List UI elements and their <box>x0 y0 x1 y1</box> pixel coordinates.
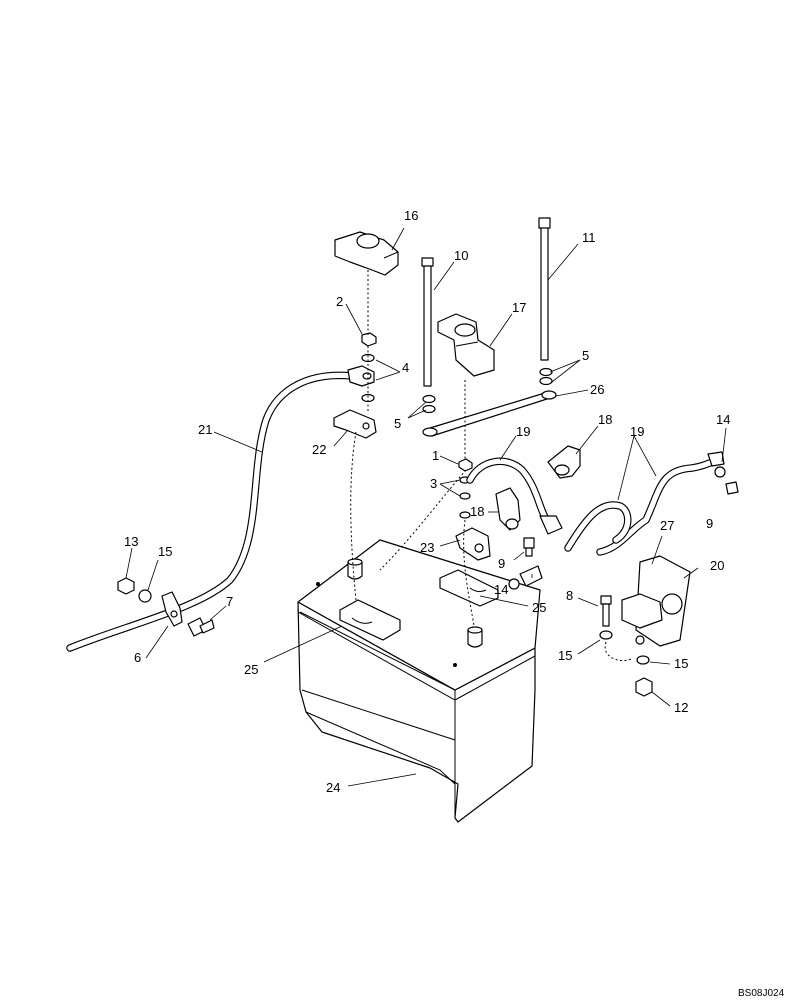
battery-cable-19a <box>466 457 563 535</box>
callout-24: 24 <box>326 780 340 795</box>
terminal-cover-left <box>339 599 401 641</box>
callout-9-right: 9 <box>706 516 713 531</box>
terminal-boot-16 <box>334 231 399 276</box>
bolt-7 <box>187 617 215 637</box>
washer-stack-right <box>539 367 557 400</box>
nut-2 <box>361 332 377 347</box>
nut-13 <box>117 577 135 595</box>
terminal-boot-17 <box>437 313 495 377</box>
callout-4: 4 <box>402 360 409 375</box>
callout-5-right: 5 <box>582 348 589 363</box>
callout-26: 26 <box>590 382 604 397</box>
callout-8: 8 <box>566 588 573 603</box>
cable-boot-18a <box>547 445 581 479</box>
callout-12: 12 <box>674 700 688 715</box>
callout-labels: 16 2 4 10 11 17 5 5 26 21 22 1 3 19 18 1… <box>124 208 730 795</box>
battery <box>297 539 541 823</box>
callout-25-left: 25 <box>244 662 258 677</box>
battery-cable-19b <box>519 451 725 587</box>
callout-2: 2 <box>336 294 343 309</box>
cable-boot-18b <box>495 487 521 531</box>
washer-15a <box>138 589 152 603</box>
hold-down-rod-11 <box>538 217 551 361</box>
callout-25-right: 25 <box>532 600 546 615</box>
washer-3b <box>459 492 471 500</box>
terminal-clamp-22 <box>333 409 377 439</box>
switch-bracket-20 <box>621 555 691 647</box>
callout-27: 27 <box>660 518 674 533</box>
hold-down-rod-10 <box>421 257 434 387</box>
washer-3c <box>459 511 471 519</box>
callout-5-left: 5 <box>394 416 401 431</box>
callout-15-left: 15 <box>158 544 172 559</box>
terminal-clamp-23 <box>455 527 491 561</box>
washer-15c <box>636 655 650 665</box>
callout-6: 6 <box>134 650 141 665</box>
callout-23: 23 <box>420 540 434 555</box>
callout-21: 21 <box>198 422 212 437</box>
callout-16: 16 <box>404 208 418 223</box>
callout-19-right: 19 <box>630 424 644 439</box>
leader-lines <box>125 227 727 787</box>
callout-15-mid: 15 <box>558 648 572 663</box>
callout-22: 22 <box>312 442 326 457</box>
callout-1: 1 <box>432 448 439 463</box>
battery-cable-21 <box>66 365 375 652</box>
bolt-9b <box>523 537 535 557</box>
washer-stack-left <box>422 394 438 437</box>
bolt-9a <box>725 481 739 495</box>
callout-7: 7 <box>226 594 233 609</box>
drawing-code: BS08J024 <box>738 988 785 999</box>
callout-18-top: 18 <box>598 412 612 427</box>
callout-20: 20 <box>710 558 724 573</box>
callout-11: 11 <box>582 230 596 245</box>
callout-9-left: 9 <box>498 556 505 571</box>
washer-14b <box>508 578 520 590</box>
callout-14-right: 14 <box>716 412 730 427</box>
washer-15b <box>599 630 613 640</box>
callout-18-mid: 18 <box>470 504 484 519</box>
bolt-8 <box>600 595 612 627</box>
callout-19-left: 19 <box>516 424 530 439</box>
callout-13: 13 <box>124 534 138 549</box>
washer-14a <box>714 466 726 478</box>
nut-1 <box>458 458 473 472</box>
callout-17: 17 <box>512 300 526 315</box>
cable-clip-6 <box>161 591 183 627</box>
callout-15-right: 15 <box>674 656 688 671</box>
callout-14-left: 14 <box>494 582 508 597</box>
callout-10: 10 <box>454 248 468 263</box>
nut-12 <box>635 677 653 697</box>
battery-terminal-negative <box>347 558 363 580</box>
callout-3: 3 <box>430 476 437 491</box>
hold-down-bar <box>429 391 551 437</box>
battery-terminal-positive <box>467 626 483 648</box>
